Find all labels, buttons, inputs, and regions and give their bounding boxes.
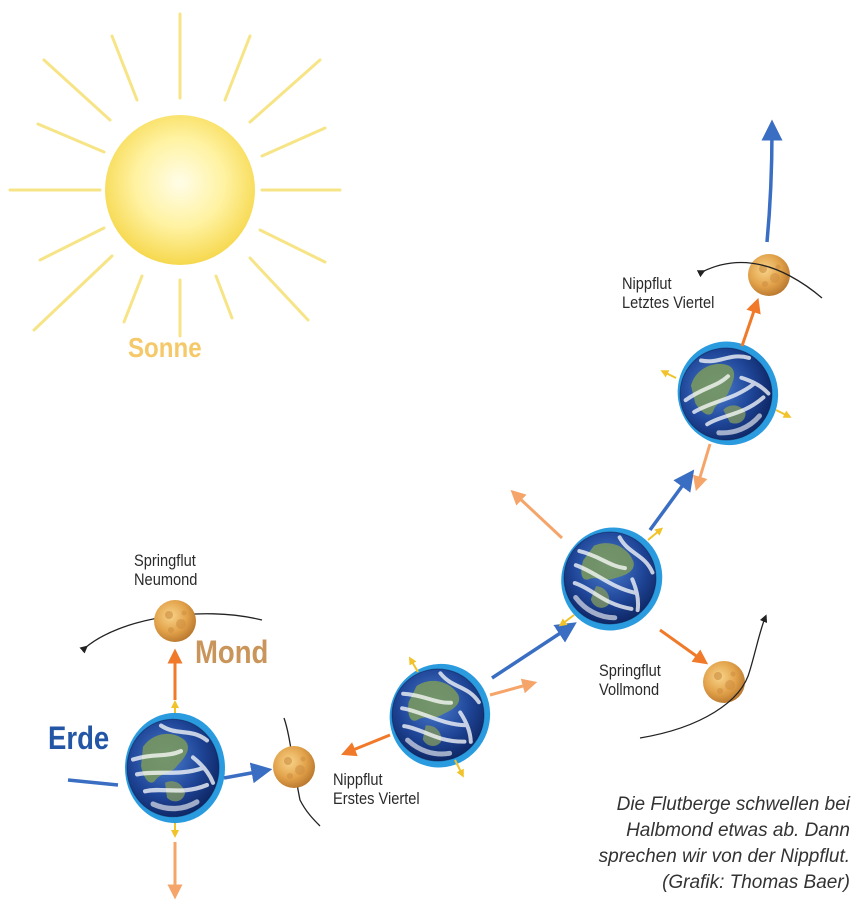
moon-icon [154, 600, 196, 642]
label-vollmond-line2: Vollmond [599, 680, 660, 699]
label-neumond-line2: Neumond [134, 570, 198, 589]
stage-erstes-viertel [223, 622, 577, 827]
label-vollmond: Springflut Vollmond [599, 661, 661, 699]
earth-icon-4 [663, 327, 793, 459]
stage-neumond [67, 600, 263, 900]
earth-label: Erde [48, 720, 110, 756]
stage-letztes-viertel [660, 119, 823, 492]
label-erstes-viertel: Nippflut Erstes Viertel [333, 770, 420, 808]
label-letztes-viertel: Nippflut Letztes Viertel [622, 274, 714, 312]
label-erstes-viertel-line2: Erstes Viertel [333, 789, 420, 808]
caption-line2: Halbmond etwas ab. Dann [626, 820, 850, 841]
stage-vollmond [510, 469, 768, 739]
moon-label: Mond [195, 634, 269, 670]
caption-line1: Die Flutberge schwellen bei [616, 794, 850, 815]
caption-line4: (Grafik: Thomas Baer) [662, 872, 850, 893]
label-vollmond-line1: Springflut [599, 661, 661, 680]
label-letztes-viertel-line1: Nippflut [622, 274, 672, 293]
label-neumond: Springflut Neumond [134, 551, 197, 589]
moon-icon-2 [273, 746, 315, 788]
caption-line3: sprechen wir von der Nippflut. [598, 846, 850, 867]
sun-icon [8, 12, 342, 338]
moon-icon-3 [703, 661, 745, 703]
earth-icon-2 [375, 650, 505, 782]
sun-label: Sonne [128, 332, 202, 363]
label-neumond-line1: Springflut [134, 551, 196, 570]
label-letztes-viertel-line2: Letztes Viertel [622, 293, 715, 312]
label-erstes-viertel-line1: Nippflut [333, 770, 383, 789]
caption: Die Flutberge schwellen bei Halbmond etw… [599, 792, 850, 896]
earth-icon-3 [542, 509, 681, 649]
moon-icon-4 [748, 254, 790, 296]
earth-icon [125, 713, 225, 823]
